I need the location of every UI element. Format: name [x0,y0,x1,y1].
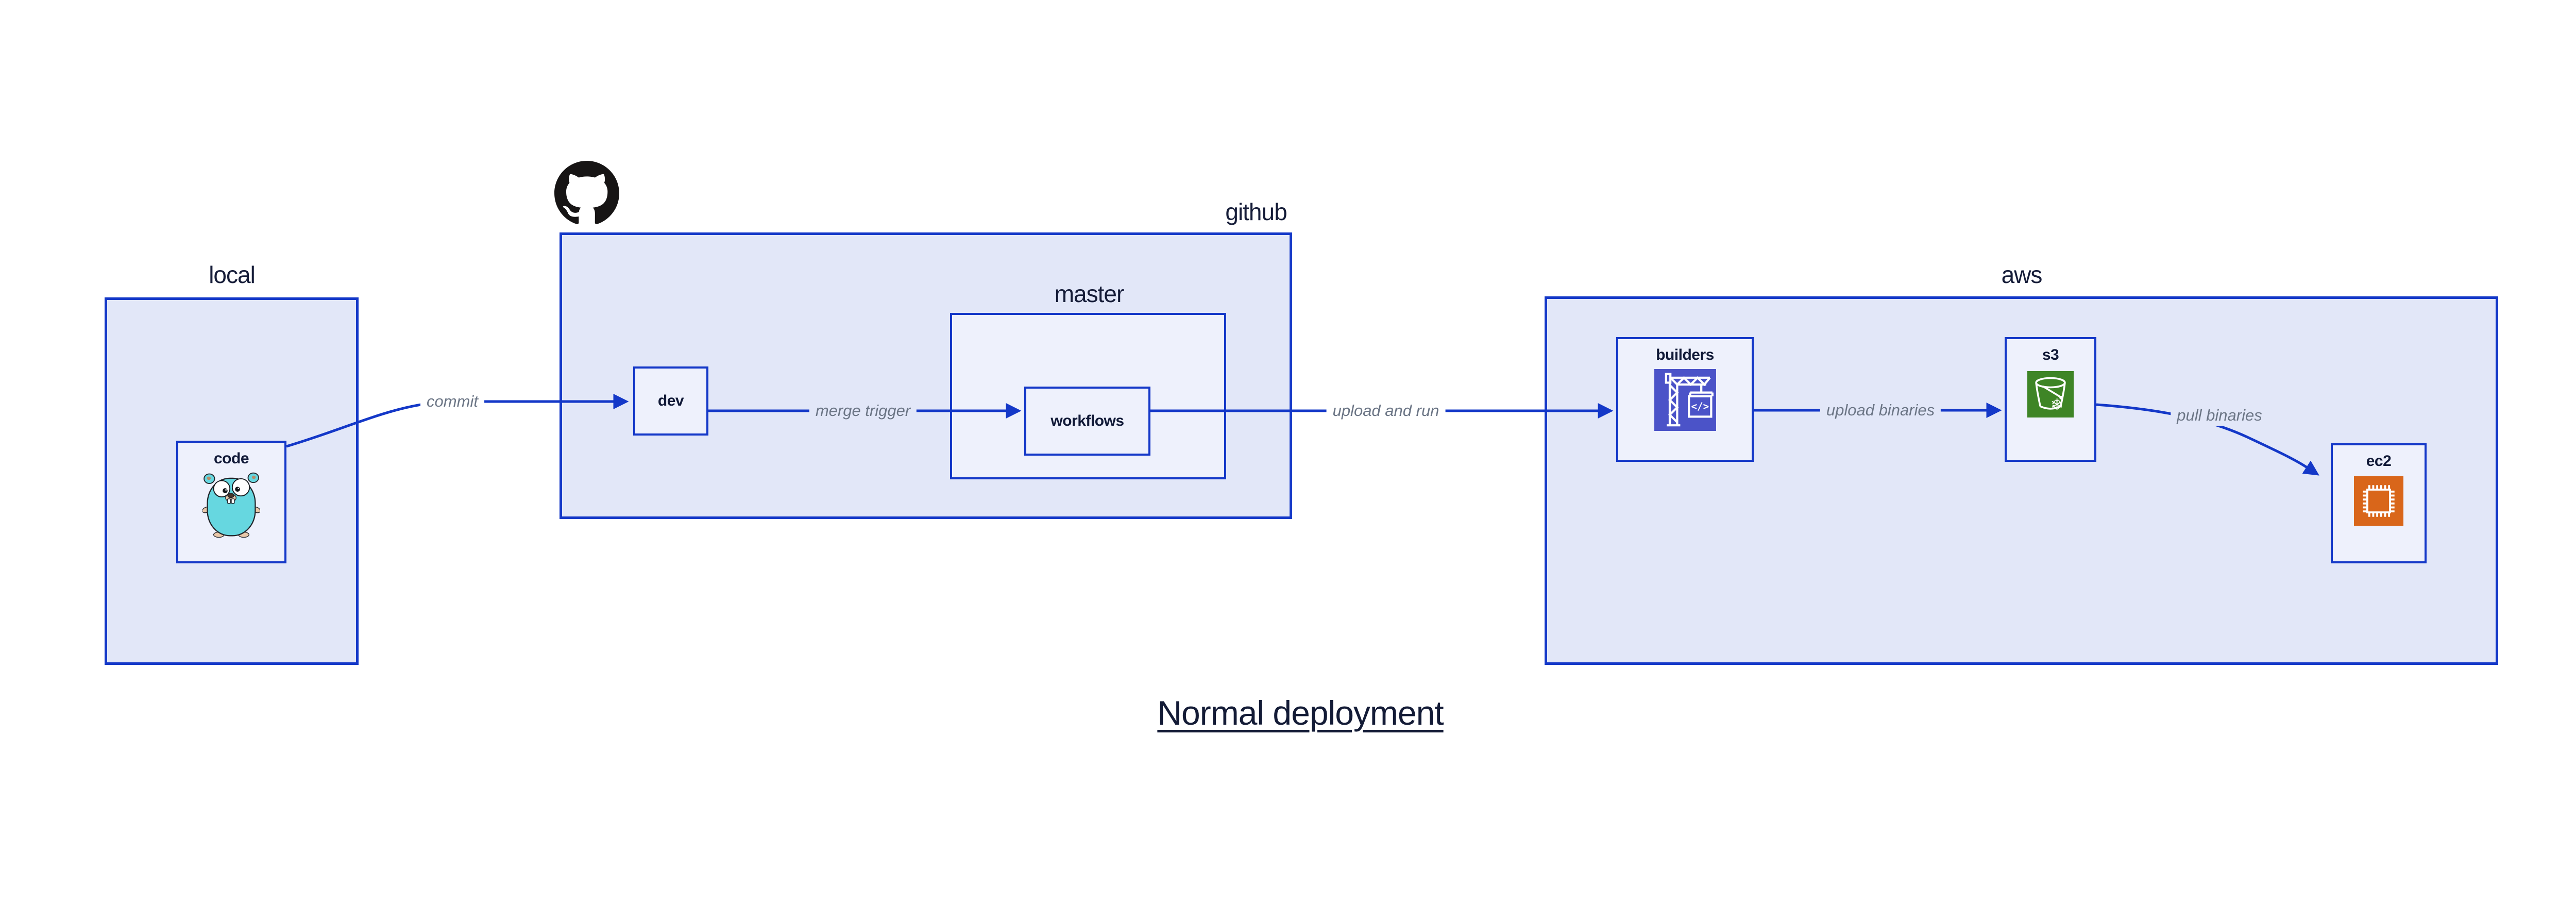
s3-snowflake-glyph: ❄ [2050,396,2064,414]
node-builders: builders </> [1616,337,1754,462]
node-s3-label: s3 [2042,346,2059,363]
edge-upload-binaries-label: upload binaries [1820,400,1941,421]
node-workflows-label: workflows [1050,412,1124,429]
node-code: code [176,441,286,563]
group-aws-title: aws [2001,261,2043,288]
node-ec2-label: ec2 [2366,453,2392,470]
edge-commit-label: commit [420,391,484,412]
group-github-title: github [1225,198,1287,225]
diagram-title: Normal deployment [1157,694,1444,732]
edge-pull-binaries-label: pull binaries [2171,405,2268,426]
codebuild-crane-icon: </> [1654,369,1716,431]
node-code-label: code [213,450,249,467]
group-local-title: local [209,261,256,288]
node-dev: dev [633,366,708,436]
ec2-chip-icon [2354,476,2403,526]
edge-upload-and-run-label: upload and run [1326,400,1446,421]
edge-merge-trigger-label: merge trigger [809,400,917,421]
s3-glacier-bucket-icon: ❄ [2027,371,2074,417]
node-builders-label: builders [1656,346,1714,363]
node-s3: s3 ❄ [2005,337,2096,462]
github-octocat-icon [554,161,619,224]
go-gopher-icon [202,472,260,538]
group-master-title: master [1054,280,1125,307]
node-dev-label: dev [657,392,684,409]
node-workflows: workflows [1024,387,1150,456]
codebuild-code-glyph: </> [1691,400,1709,412]
node-ec2: ec2 [2331,443,2427,563]
